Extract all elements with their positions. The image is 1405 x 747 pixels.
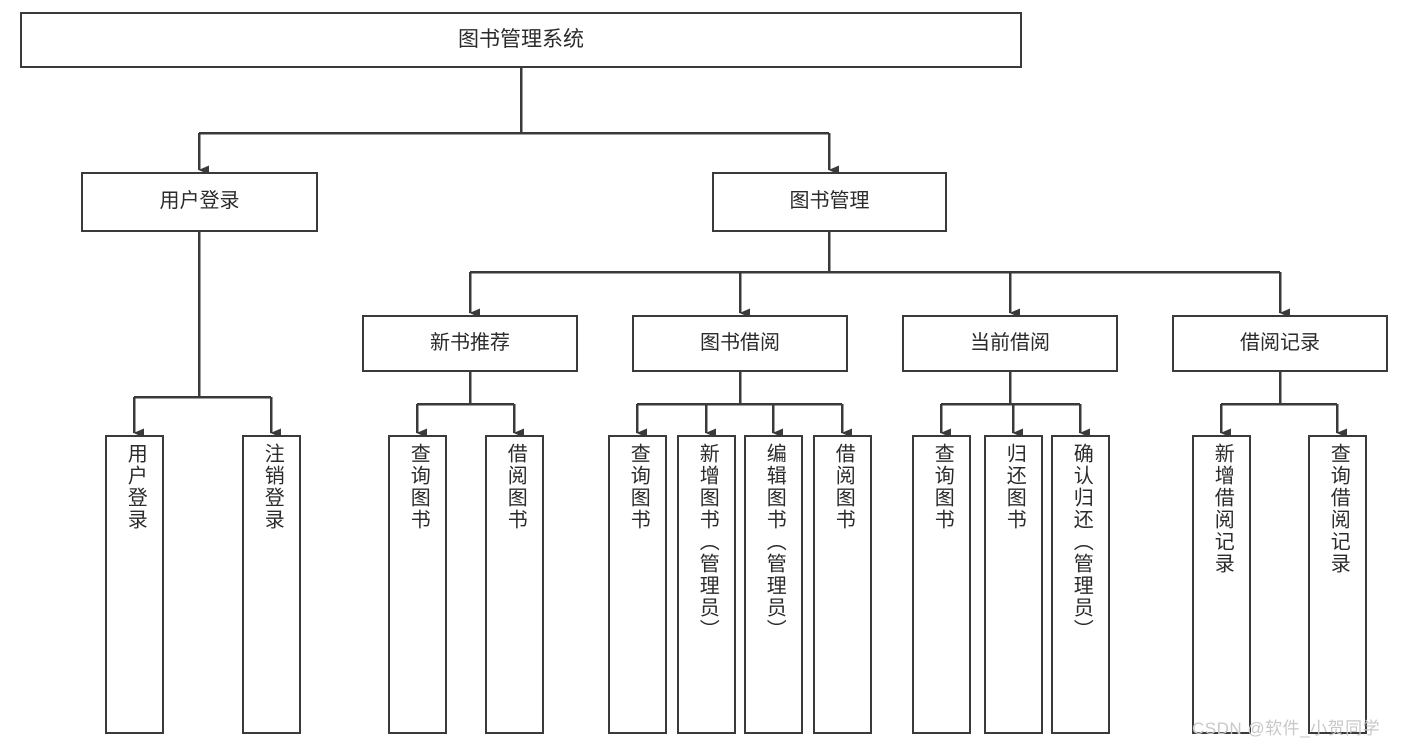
node-label: 编辑图书（管理员） (763, 443, 786, 641)
node-new-book-recommend[interactable]: 新书推荐 (362, 315, 578, 372)
node-label: 新增借阅记录 (1211, 443, 1234, 575)
node-leaf-return-book[interactable]: 归还图书 (984, 435, 1043, 734)
node-label: 新书推荐 (430, 331, 510, 354)
node-leaf-logout[interactable]: 注销登录 (242, 435, 301, 734)
node-label: 借阅图书 (504, 443, 527, 531)
node-leaf-confirm-return[interactable]: 确认归还（管理员） (1051, 435, 1110, 734)
node-label: 借阅图书 (832, 443, 855, 531)
node-label: 图书管理 (789, 190, 870, 213)
node-label: 当前借阅 (970, 331, 1050, 354)
node-leaf-query-book-1[interactable]: 查询图书 (388, 435, 447, 734)
node-label: 图书借阅 (700, 331, 780, 354)
node-label: 注销登录 (261, 443, 284, 531)
node-label: 借阅记录 (1240, 331, 1320, 354)
node-label: 归还图书 (1003, 443, 1026, 531)
node-leaf-add-record[interactable]: 新增借阅记录 (1192, 435, 1251, 734)
node-user-login[interactable]: 用户登录 (81, 172, 318, 232)
node-label: 查询图书 (627, 443, 650, 531)
node-root-system-title[interactable]: 图书管理系统 (20, 12, 1022, 68)
node-leaf-query-record[interactable]: 查询借阅记录 (1308, 435, 1367, 734)
node-label: 用户登录 (159, 190, 240, 213)
node-book-management[interactable]: 图书管理 (712, 172, 947, 232)
node-label: 新增图书（管理员） (696, 443, 719, 641)
node-borrow-record[interactable]: 借阅记录 (1172, 315, 1388, 372)
node-label: 查询图书 (407, 443, 430, 531)
node-book-borrow[interactable]: 图书借阅 (632, 315, 848, 372)
node-leaf-edit-book[interactable]: 编辑图书（管理员） (744, 435, 803, 734)
node-label: 用户登录 (124, 443, 147, 531)
node-leaf-user-login[interactable]: 用户登录 (105, 435, 164, 734)
connector-lines (132, 68, 1347, 438)
node-leaf-query-book-2[interactable]: 查询图书 (608, 435, 667, 734)
node-leaf-add-book[interactable]: 新增图书（管理员） (677, 435, 736, 734)
node-label: 图书管理系统 (458, 27, 584, 51)
node-current-borrow[interactable]: 当前借阅 (902, 315, 1118, 372)
node-leaf-borrow-book-1[interactable]: 借阅图书 (485, 435, 544, 734)
node-label: 查询借阅记录 (1327, 443, 1350, 575)
node-leaf-borrow-book-2[interactable]: 借阅图书 (813, 435, 872, 734)
csdn-watermark: CSDN @软件_小贺同学 (1192, 719, 1381, 738)
node-label: 查询图书 (931, 443, 954, 531)
node-leaf-query-book-3[interactable]: 查询图书 (912, 435, 971, 734)
node-label: 确认归还（管理员） (1070, 443, 1093, 641)
